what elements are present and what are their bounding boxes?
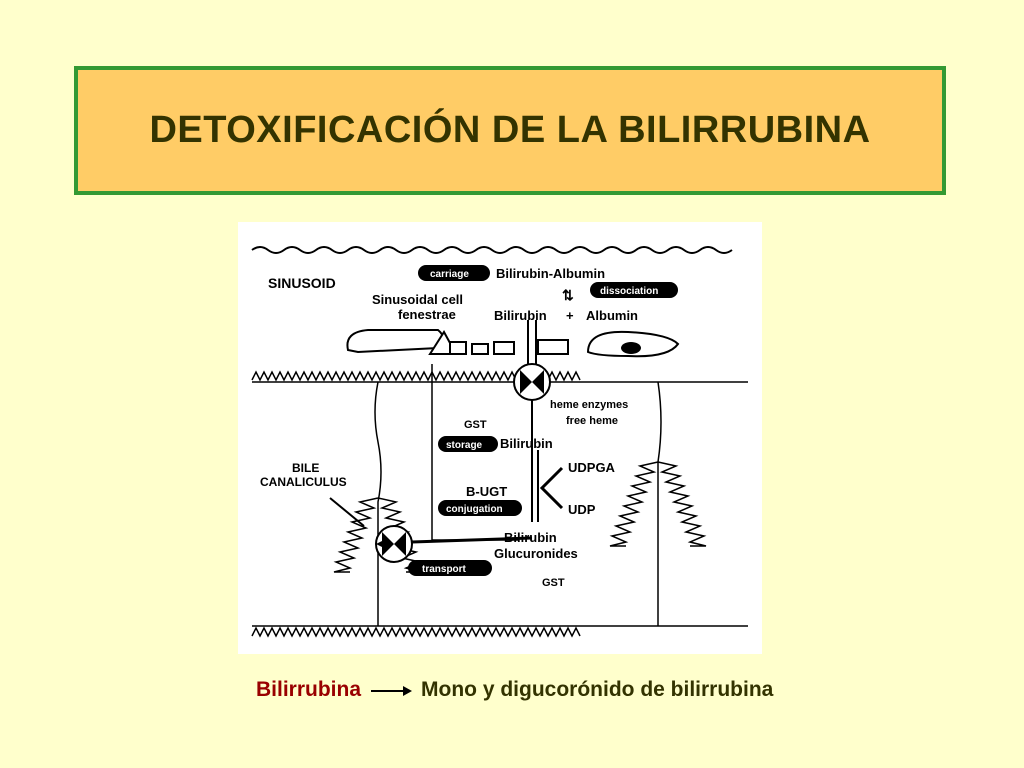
endothelial-nucleus bbox=[621, 342, 641, 354]
gst-top-label: GST bbox=[464, 419, 487, 431]
transport-pill bbox=[408, 560, 492, 576]
fenestra-block-2 bbox=[471, 343, 489, 355]
fenestra-block-1 bbox=[449, 341, 467, 355]
caption-left: Bilirrubina bbox=[256, 678, 362, 701]
bilirubin-glucuronides-label-1: Bilirubin bbox=[504, 530, 557, 545]
microvilli-bottom bbox=[251, 626, 581, 638]
carriage-pill bbox=[418, 265, 490, 281]
conjugation-label: conjugation bbox=[446, 504, 503, 515]
udpga-chevron bbox=[539, 466, 564, 510]
heme-enzymes-label: heme enzymes bbox=[550, 399, 628, 411]
bilirubin-top-label: Bilirubin bbox=[494, 308, 547, 323]
reflux-line bbox=[431, 364, 518, 541]
hepatocyte-diagram: SINUSOID Sinusoidal cell fenestrae carri… bbox=[238, 222, 762, 654]
equilibrium-arrows-icon: ⇅ bbox=[562, 287, 574, 303]
caption-right: Mono y digucorónido de bilirrubina bbox=[421, 678, 774, 701]
diagram-svg: SINUSOID Sinusoidal cell fenestrae carri… bbox=[251, 246, 748, 638]
sinusoid-label: SINUSOID bbox=[268, 275, 336, 291]
bilirubin-mid-label: Bilirubin bbox=[500, 436, 553, 451]
bile-label: BILE bbox=[292, 461, 319, 475]
title-box: DETOXIFICACIÓN DE LA BILIRRUBINA bbox=[74, 66, 946, 195]
fenestra-block-4 bbox=[537, 339, 569, 355]
cell-border-left bbox=[374, 381, 382, 626]
bile-canaliculus-right bbox=[609, 461, 707, 547]
slide-title: DETOXIFICACIÓN DE LA BILIRRUBINA bbox=[149, 109, 871, 151]
storage-pill bbox=[438, 436, 498, 452]
gst-bottom-label: GST bbox=[542, 577, 565, 589]
endothelial-cell-left bbox=[346, 329, 444, 354]
caption: Bilirrubina Mono y digucorónido de bilir… bbox=[256, 676, 773, 704]
udp-label: UDP bbox=[568, 502, 596, 517]
bugt-label: B-UGT bbox=[466, 484, 507, 499]
fenestrae-label-1: Sinusoidal cell bbox=[372, 292, 463, 307]
dissociation-pill bbox=[590, 282, 678, 298]
efflux-arrow-icon bbox=[376, 539, 386, 549]
right-arrow-icon bbox=[371, 686, 413, 696]
conjugation-pill bbox=[438, 500, 522, 516]
canaliculus-label: CANALICULUS bbox=[260, 475, 347, 489]
udpga-label: UDPGA bbox=[568, 460, 616, 475]
bilirubin-albumin-label: Bilirubin-Albumin bbox=[496, 266, 605, 281]
sinusoid-wall-line bbox=[251, 246, 733, 254]
plus-label: + bbox=[566, 308, 574, 323]
free-heme-label: free heme bbox=[566, 415, 618, 427]
albumin-label: Albumin bbox=[586, 308, 638, 323]
uptake-transporter-icon bbox=[513, 363, 551, 401]
dissociation-label: dissociation bbox=[600, 286, 658, 297]
fenestra-block-3 bbox=[493, 341, 515, 355]
fenestrae-label-2: fenestrae bbox=[398, 307, 456, 322]
carriage-label: carriage bbox=[430, 269, 469, 280]
cell-border-right bbox=[657, 381, 662, 626]
storage-label: storage bbox=[446, 440, 483, 451]
canaliculus-pointer bbox=[329, 497, 365, 527]
bilirubin-glucuronides-label-2: Glucuronides bbox=[494, 546, 578, 561]
transport-label: transport bbox=[422, 564, 467, 575]
